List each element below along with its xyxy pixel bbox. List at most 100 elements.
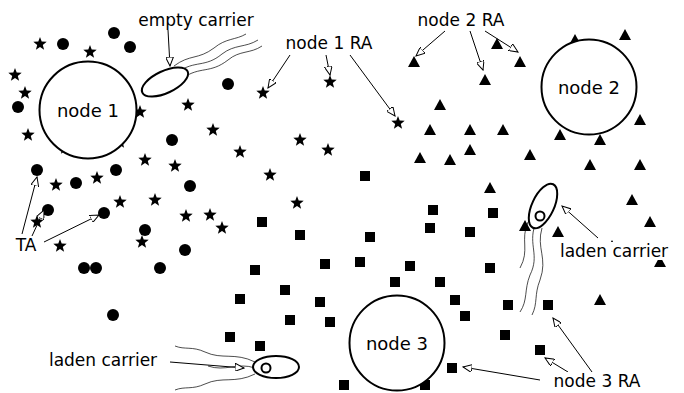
ta-dot — [70, 177, 82, 189]
ta-dot — [78, 262, 90, 274]
node-circle: node 1 — [38, 60, 138, 160]
ta-dot — [57, 38, 69, 50]
ra-square — [285, 315, 295, 325]
ra-triangle — [594, 134, 606, 145]
ra-triangle — [464, 144, 476, 155]
ra-star — [33, 37, 46, 50]
laden-carrier — [520, 180, 563, 315]
ra-square — [503, 300, 513, 310]
ra-triangle — [408, 56, 420, 67]
ta-dot — [154, 262, 166, 274]
ra-star — [215, 221, 228, 234]
ra-square — [435, 277, 445, 287]
ta-dot — [179, 244, 191, 256]
ra-triangle — [444, 154, 456, 165]
ra-square — [235, 294, 245, 304]
node-label: node 1 — [38, 100, 138, 121]
ra-square — [500, 330, 510, 340]
ra-square — [225, 332, 235, 342]
ta-dot — [184, 180, 196, 192]
ra-star — [321, 143, 334, 156]
ta-dot — [139, 224, 151, 236]
ra-star — [21, 128, 34, 141]
leader-lines — [22, 30, 598, 380]
ra-triangle — [414, 152, 426, 163]
ra-star — [138, 153, 151, 166]
ta-dot — [12, 101, 24, 113]
ra-triangle — [464, 124, 476, 135]
ra-star — [203, 208, 216, 221]
ra-star — [53, 239, 66, 252]
ta-dot — [90, 262, 102, 274]
ra-star — [113, 195, 126, 208]
ra-square — [365, 232, 375, 242]
agent-dots — [8, 27, 666, 390]
ra-triangle — [644, 216, 656, 227]
ra-star — [49, 178, 62, 191]
ra-triangle — [552, 226, 564, 237]
ra-star — [263, 168, 276, 181]
ra-star — [293, 133, 306, 146]
ra-star — [135, 235, 148, 248]
ra-star — [90, 171, 103, 184]
node-circle: node 3 — [348, 294, 446, 392]
ra-star — [256, 86, 269, 99]
ra-star — [391, 116, 404, 129]
ra-square — [460, 311, 470, 321]
ra-star — [323, 75, 336, 88]
ra-triangle — [479, 74, 491, 85]
ra-star — [168, 159, 181, 172]
node-label: node 2 — [540, 77, 638, 98]
ra-square — [315, 297, 325, 307]
ra-star — [18, 86, 31, 99]
ra-square — [543, 300, 553, 310]
ra-triangle — [484, 182, 496, 193]
ra-square — [360, 171, 370, 181]
empty-carrier — [138, 34, 262, 103]
ta-dot — [110, 164, 122, 176]
ra-triangle — [634, 114, 646, 125]
ra-square — [250, 265, 260, 275]
ra-square — [280, 285, 290, 295]
ra-triangle — [634, 159, 646, 170]
ta-dot — [108, 27, 120, 39]
callout-label: laden carrier — [47, 351, 159, 370]
ra-triangle — [584, 159, 596, 170]
ra-star — [148, 193, 161, 206]
ra-triangle — [554, 129, 566, 140]
ra-triangle — [424, 124, 436, 135]
ra-star — [233, 145, 246, 158]
callout-label: node 3 RA — [552, 372, 643, 391]
ra-star — [179, 209, 192, 222]
ra-triangle — [594, 294, 606, 305]
ra-square — [535, 345, 545, 355]
ra-square — [450, 295, 460, 305]
ra-triangle — [626, 194, 638, 205]
ra-triangle — [524, 149, 536, 160]
callout-label: laden carrier — [558, 242, 670, 261]
callout-label: node 1 RA — [284, 34, 375, 53]
laden-carrier — [175, 346, 299, 390]
ra-star — [290, 196, 303, 209]
ra-square — [255, 341, 265, 351]
ra-square — [295, 230, 305, 240]
ra-square — [325, 317, 335, 327]
ra-star — [8, 68, 21, 81]
ra-square — [320, 259, 330, 269]
ra-square — [428, 205, 438, 215]
ra-square — [355, 257, 365, 267]
ra-square — [425, 223, 435, 233]
ra-triangle — [434, 99, 446, 110]
ra-triangle — [514, 56, 526, 67]
ra-square — [390, 277, 400, 287]
ta-dot — [31, 164, 43, 176]
ta-dot — [98, 207, 110, 219]
ra-star — [206, 123, 219, 136]
node-label: node 3 — [348, 333, 446, 354]
ra-triangle — [497, 124, 509, 135]
ra-square — [405, 261, 415, 271]
ra-triangle — [619, 29, 631, 40]
ra-square — [447, 363, 457, 373]
ta-dot — [222, 78, 234, 90]
ta-dot — [107, 309, 119, 321]
